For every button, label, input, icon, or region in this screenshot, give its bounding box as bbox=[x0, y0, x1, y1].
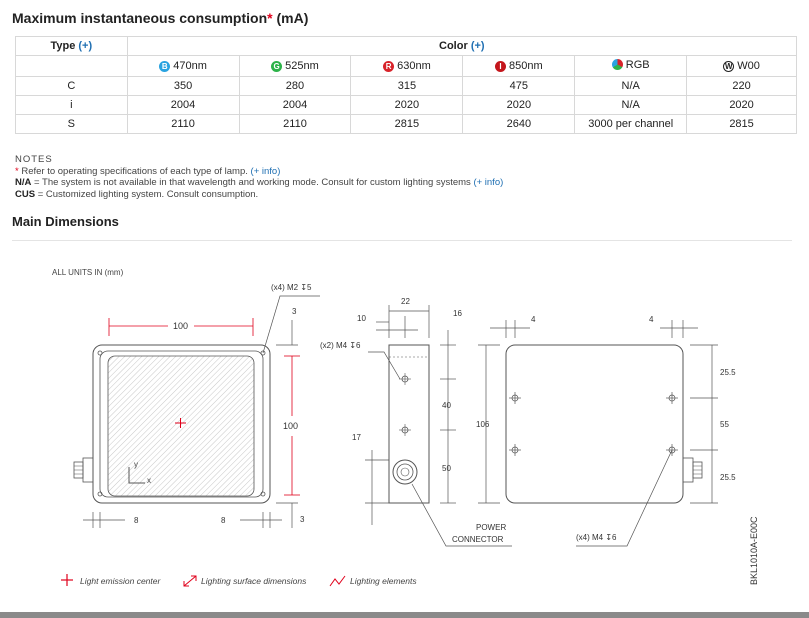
m4-side-callout: (x2) M4 ↧6 bbox=[320, 341, 361, 350]
power-connector-leader bbox=[365, 305, 512, 547]
back-view bbox=[505, 344, 703, 504]
svg-text:8: 8 bbox=[221, 516, 226, 525]
svg-text:25.5: 25.5 bbox=[720, 473, 736, 482]
page-title: Maximum instantaneous consumption* (mA) bbox=[12, 10, 309, 26]
infrared-led-icon: I bbox=[495, 60, 507, 72]
width-dimension bbox=[108, 318, 254, 336]
drawing-code: BKL1010A-E00C bbox=[749, 516, 759, 585]
side-view bbox=[388, 344, 430, 504]
svg-text:22: 22 bbox=[401, 297, 410, 306]
dim-height: 100 bbox=[283, 421, 298, 431]
legend-elements-icon bbox=[329, 575, 346, 587]
svg-text:4: 4 bbox=[531, 315, 536, 324]
mounting-holes bbox=[478, 320, 718, 547]
svg-text:50: 50 bbox=[442, 464, 451, 473]
title-asterisk: * bbox=[267, 10, 273, 26]
svg-text:10: 10 bbox=[357, 314, 366, 323]
notes: NOTES * Refer to operating specification… bbox=[15, 154, 503, 200]
svg-text:25.5: 25.5 bbox=[720, 368, 736, 377]
notes-title: NOTES bbox=[15, 154, 53, 165]
band-rgb: RGB bbox=[574, 55, 688, 77]
rgb-led-icon bbox=[611, 59, 623, 71]
color-header: Color (+) bbox=[126, 36, 798, 56]
red-led-icon: R bbox=[383, 60, 395, 72]
table-header-row: Type (+) Color (+) bbox=[15, 36, 798, 56]
divider bbox=[12, 240, 792, 241]
front-view bbox=[73, 344, 271, 504]
legend-surface: Lighting surface dimensions bbox=[201, 576, 307, 586]
svg-text:17: 17 bbox=[352, 433, 361, 442]
note-3: CUS = Customized lighting system. Consul… bbox=[15, 188, 259, 200]
svg-text:3: 3 bbox=[292, 307, 297, 316]
dim-width: 100 bbox=[173, 321, 188, 331]
note-2: N/A = The system is not available in tha… bbox=[15, 177, 504, 188]
height-dimension bbox=[284, 355, 300, 496]
footer-bar bbox=[0, 612, 809, 618]
color-info-link[interactable]: (+) bbox=[470, 40, 485, 52]
blue-led-icon: B bbox=[159, 60, 171, 72]
section-title: Main Dimensions bbox=[12, 214, 119, 229]
axis-x-label: x bbox=[147, 476, 151, 485]
emission-center-icon bbox=[175, 418, 186, 428]
legend-emission-icon bbox=[61, 574, 73, 586]
axes-icon bbox=[128, 467, 145, 484]
table-row: i 2004 2004 2020 2020 N/A 2020 bbox=[15, 95, 797, 115]
power-label-2: CONNECTOR bbox=[452, 535, 504, 544]
svg-text:40: 40 bbox=[442, 401, 451, 410]
white-led-icon: W bbox=[723, 60, 735, 72]
type-info-link[interactable]: (+) bbox=[78, 40, 93, 52]
info-link[interactable]: (+ info) bbox=[473, 177, 504, 188]
m2-callout: (x4) M2 ↧5 bbox=[271, 283, 312, 292]
svg-text:16: 16 bbox=[453, 309, 462, 318]
svg-text:8: 8 bbox=[134, 516, 139, 525]
power-label-1: POWER bbox=[476, 523, 506, 532]
table-row: S 2110 2110 2815 2640 3000 per channel 2… bbox=[15, 114, 797, 134]
svg-text:4: 4 bbox=[649, 315, 654, 324]
legend-emission: Light emission center bbox=[80, 576, 161, 586]
svg-text:106: 106 bbox=[476, 420, 490, 429]
m4-back-callout: (x4) M4 ↧6 bbox=[576, 533, 617, 542]
legend-elements: Lighting elements bbox=[350, 576, 417, 586]
svg-text:3: 3 bbox=[300, 515, 305, 524]
table-row: C 350 280 315 475 N/A 220 bbox=[15, 76, 797, 96]
legend-surface-icon bbox=[183, 575, 197, 587]
axis-y-label: y bbox=[134, 460, 138, 469]
info-link[interactable]: (+ info) bbox=[250, 165, 281, 177]
note-1: * Refer to operating specifications of e… bbox=[15, 165, 281, 177]
units-label: ALL UNITS IN (mm) bbox=[52, 268, 124, 277]
green-led-icon: G bbox=[271, 60, 283, 72]
svg-text:55: 55 bbox=[720, 420, 729, 429]
